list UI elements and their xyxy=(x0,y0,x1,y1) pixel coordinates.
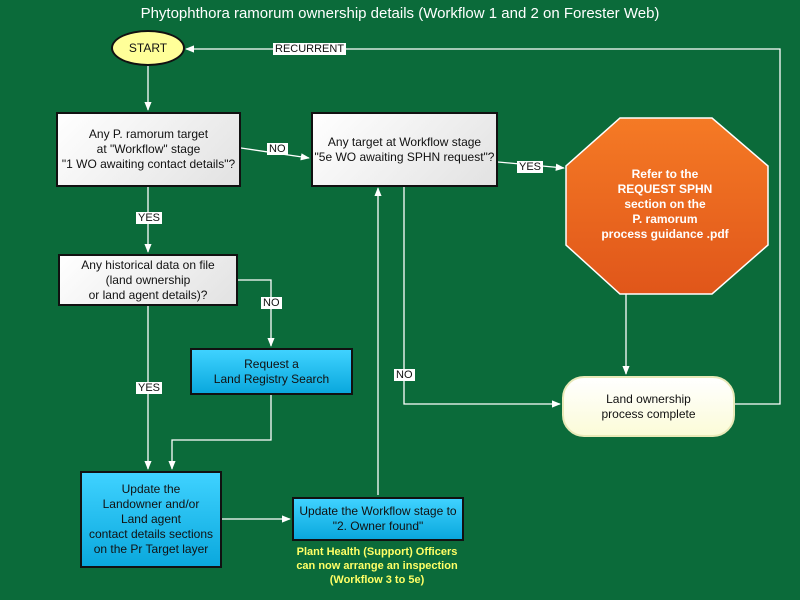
arrow-recurrent xyxy=(185,45,781,405)
refer-octagon-shape xyxy=(565,117,769,295)
footnote-text: Plant Health (Support) Officers can now … xyxy=(296,546,458,586)
start-node: START xyxy=(111,30,185,66)
arrow-registry-update xyxy=(168,395,272,470)
label-yes-sphn: YES xyxy=(517,161,544,173)
diagram-title: Phytophthora ramorum ownership details (… xyxy=(140,5,660,22)
label-no-target: NO xyxy=(267,143,288,155)
arrow-sphn-complete xyxy=(403,187,561,408)
complete-node: Land ownership process complete xyxy=(562,376,735,437)
label-no-historical: NO xyxy=(261,297,282,309)
historical-check-node: Any historical data on file (land owners… xyxy=(58,254,238,306)
label-recurrent: RECURRENT xyxy=(273,43,347,55)
arrow-historical-registry xyxy=(238,279,275,347)
label-no-sphn: NO xyxy=(394,369,415,381)
label-yes-target: YES xyxy=(136,212,163,224)
update-stage-node: Update the Workflow stage to "2. Owner f… xyxy=(292,497,464,541)
target-check-node: Any P. ramorum target at "Workflow" stag… xyxy=(56,112,241,187)
land-registry-node: Request a Land Registry Search xyxy=(190,348,353,395)
refer-octagon-text: Refer to the REQUEST SPHN section on the… xyxy=(601,166,729,241)
sphn-check-node: Any target at Workflow stage "5e WO awai… xyxy=(311,112,498,187)
update-details-node: Update the Landowner and/or Land agent c… xyxy=(80,471,222,568)
label-yes-historical: YES xyxy=(136,382,163,394)
